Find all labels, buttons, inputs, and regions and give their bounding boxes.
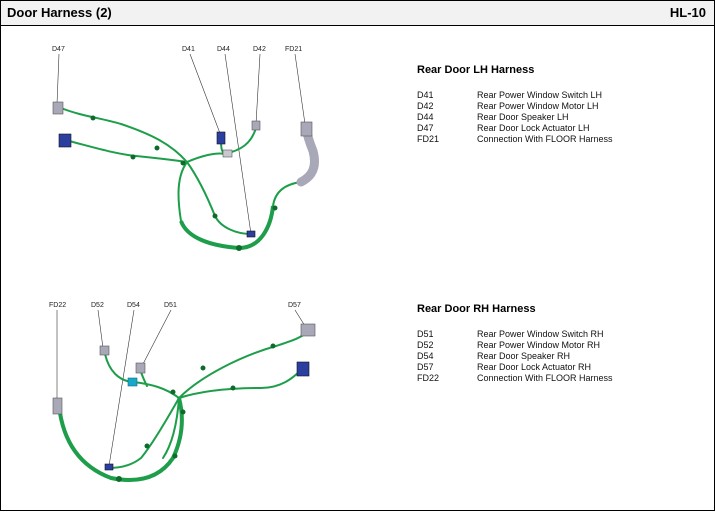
legend-code: FD21 bbox=[417, 134, 440, 144]
legend-desc: Connection With FLOOR Harness bbox=[477, 373, 613, 383]
legend-desc: Rear Door Lock Actuator RH bbox=[477, 362, 592, 372]
page-header: Door Harness (2) HL-10 bbox=[1, 1, 714, 26]
legend-code: D57 bbox=[417, 362, 434, 372]
callout-d41: D41 bbox=[182, 46, 195, 53]
legend-code: D51 bbox=[417, 329, 434, 339]
connector-d42 bbox=[251, 120, 261, 131]
connector-fd22 bbox=[52, 397, 63, 415]
harness-diagram: D47 D41 D44 D42 FD21 bbox=[49, 46, 319, 482]
connector-d47 bbox=[52, 101, 64, 115]
page-code: HL-10 bbox=[669, 5, 706, 20]
legend-desc: Rear Power Window Switch RH bbox=[477, 329, 604, 339]
lh-wires bbox=[60, 107, 302, 250]
legend-code: D44 bbox=[417, 112, 434, 122]
legend-row: D52 Rear Power Window Motor RH bbox=[417, 340, 707, 351]
legend-row: D42 Rear Power Window Motor LH bbox=[417, 101, 707, 112]
legend-code: D42 bbox=[417, 101, 434, 111]
rh-legend-title: Rear Door RH Harness bbox=[417, 303, 536, 315]
legend-row: FD21 Connection With FLOOR Harness bbox=[417, 134, 707, 145]
rh-harness-drawing: FD22 D52 D54 D51 D57 bbox=[49, 302, 316, 482]
legend-code: D52 bbox=[417, 340, 434, 350]
rh-main-trunk bbox=[57, 397, 184, 482]
legend-row: FD22 Connection With FLOOR Harness bbox=[417, 373, 707, 384]
legend-desc: Connection With FLOOR Harness bbox=[477, 134, 613, 144]
callout-d51: D51 bbox=[164, 302, 177, 309]
legend-code: FD22 bbox=[417, 373, 440, 383]
callout-d44: D44 bbox=[217, 46, 230, 53]
callout-d47: D47 bbox=[52, 46, 65, 53]
legend-desc: Rear Door Lock Actuator LH bbox=[477, 123, 590, 133]
connector-d57 bbox=[300, 323, 316, 337]
legend-row: D44 Rear Door Speaker LH bbox=[417, 112, 707, 123]
legend-code: D41 bbox=[417, 90, 434, 100]
legend-code: D54 bbox=[417, 351, 434, 361]
callout-fd21: FD21 bbox=[285, 46, 302, 53]
rh-clips bbox=[116, 343, 276, 482]
connector-d51 bbox=[135, 362, 146, 374]
legend-desc: Rear Door Speaker RH bbox=[477, 351, 571, 361]
callout-d54: D54 bbox=[127, 302, 140, 309]
legend-desc: Rear Power Window Switch LH bbox=[477, 90, 603, 100]
legend-row: D47 Rear Door Lock Actuator LH bbox=[417, 123, 707, 134]
connector-lh-side bbox=[58, 133, 72, 148]
legend-row: D41 Rear Power Window Switch LH bbox=[417, 90, 707, 101]
lh-legend-title: Rear Door LH Harness bbox=[417, 64, 535, 76]
page-title: Door Harness (2) bbox=[7, 5, 112, 20]
rh-leader-lines bbox=[56, 309, 306, 467]
legend-desc: Rear Power Window Motor RH bbox=[477, 340, 601, 350]
connector-fd21 bbox=[300, 121, 313, 137]
rh-wires bbox=[104, 331, 308, 469]
callout-d52: D52 bbox=[91, 302, 104, 309]
legend-desc: Rear Power Window Motor LH bbox=[477, 101, 599, 111]
callout-d57: D57 bbox=[288, 302, 301, 309]
callout-fd22: FD22 bbox=[49, 302, 66, 309]
lh-clips bbox=[90, 115, 278, 251]
connector-d54 bbox=[104, 463, 114, 471]
legend-code: D47 bbox=[417, 123, 434, 133]
connector-d52 bbox=[99, 345, 110, 356]
legend-row: D54 Rear Door Speaker RH bbox=[417, 351, 707, 362]
connector-d44 bbox=[246, 230, 256, 238]
connector-rh-side bbox=[296, 361, 310, 377]
connector-lh-junction bbox=[222, 149, 233, 158]
connector-rh-junction bbox=[127, 377, 138, 387]
legend-row: D57 Rear Door Lock Actuator RH bbox=[417, 362, 707, 373]
connector-d41 bbox=[216, 131, 226, 145]
lh-harness-drawing: D47 D41 D44 D42 FD21 bbox=[52, 46, 319, 251]
callout-d42: D42 bbox=[253, 46, 266, 53]
lh-leader-lines bbox=[56, 53, 306, 235]
legend-desc: Rear Door Speaker LH bbox=[477, 112, 569, 122]
legend-row: D51 Rear Power Window Switch RH bbox=[417, 329, 707, 340]
